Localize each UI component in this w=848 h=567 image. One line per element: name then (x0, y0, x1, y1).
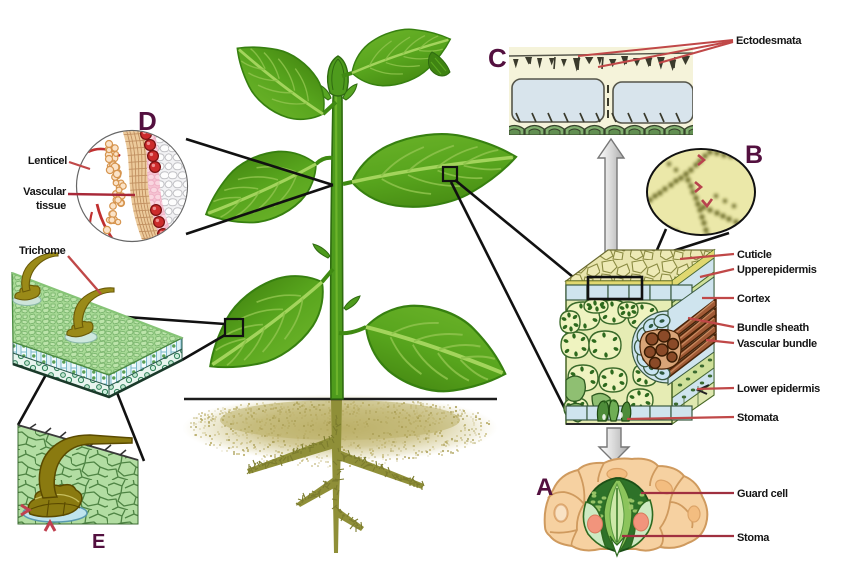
svg-text:Vascular: Vascular (23, 186, 67, 198)
svg-text:A: A (536, 474, 553, 501)
svg-text:Cortex: Cortex (737, 293, 771, 305)
svg-text:tissue: tissue (36, 200, 66, 212)
svg-text:Trichome: Trichome (19, 245, 66, 257)
svg-text:Bundle sheath: Bundle sheath (737, 322, 809, 334)
svg-text:Lower epidermis: Lower epidermis (737, 383, 820, 395)
svg-text:Stomata: Stomata (737, 412, 779, 424)
svg-text:C: C (488, 43, 507, 73)
svg-text:Upperepidermis: Upperepidermis (737, 264, 817, 276)
svg-text:Vascular bundle: Vascular bundle (737, 338, 817, 350)
svg-text:Lenticel: Lenticel (28, 155, 67, 167)
svg-text:B: B (745, 141, 763, 169)
svg-text:Cuticle: Cuticle (737, 249, 772, 261)
svg-text:D: D (138, 106, 157, 136)
svg-text:Stoma: Stoma (737, 532, 770, 544)
svg-text:Guard cell: Guard cell (737, 488, 788, 500)
svg-text:Ectodesmata: Ectodesmata (736, 35, 802, 47)
svg-text:E: E (92, 531, 105, 553)
